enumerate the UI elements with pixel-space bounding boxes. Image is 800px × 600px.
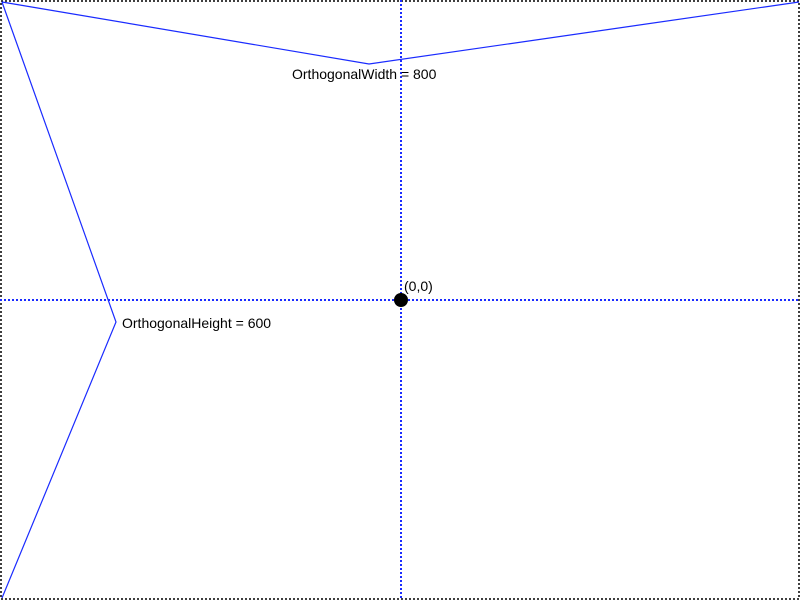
- height-label: OrthogonalHeight = 600: [122, 315, 271, 331]
- width-label: OrthogonalWidth = 800: [292, 66, 437, 82]
- height-bracket: [1, 1, 117, 599]
- width-bracket: [1, 1, 800, 65]
- origin-label: (0,0): [404, 278, 433, 294]
- origin-point: [394, 293, 408, 307]
